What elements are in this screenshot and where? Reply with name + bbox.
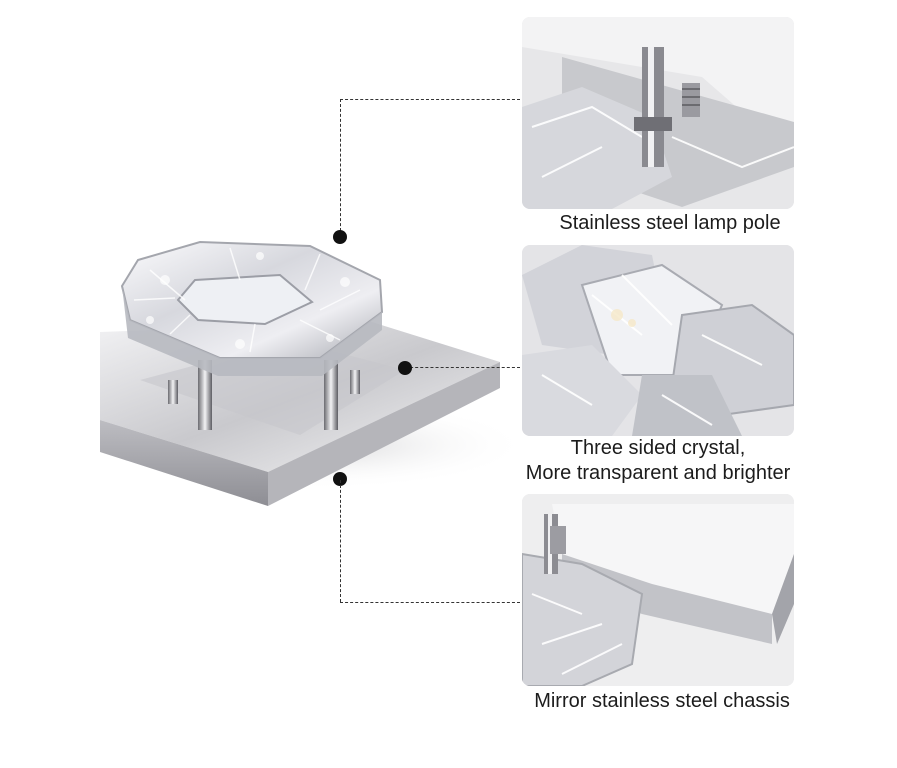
detail-image-chassis [522,494,794,686]
caption-line: More transparent and brighter [525,462,791,484]
caption-line: Stainless steel lamp pole [559,212,781,234]
callout-dot-pole [333,230,347,244]
leader-line-pole-vertical [340,99,341,236]
leader-line-chassis-bottom [340,602,520,603]
detail-image-crystal [522,245,794,436]
lamp-product-image [100,240,530,506]
leader-line-chassis-vertical [340,480,341,602]
callout-dot-crystal [398,361,412,375]
caption-line: Three sided crystal, [570,437,746,459]
caption-chassis: Mirror stainless steel chassis [522,689,802,714]
callout-dot-chassis [333,472,347,486]
caption-lamp-pole: Stainless steel lamp pole [530,211,810,236]
leader-line-pole-top [340,99,520,100]
caption-crystal: Three sided crystal, More transparent an… [518,436,798,486]
detail-image-lamp-pole [522,17,794,209]
leader-line-crystal [405,367,520,368]
caption-line: Mirror stainless steel chassis [534,690,790,712]
